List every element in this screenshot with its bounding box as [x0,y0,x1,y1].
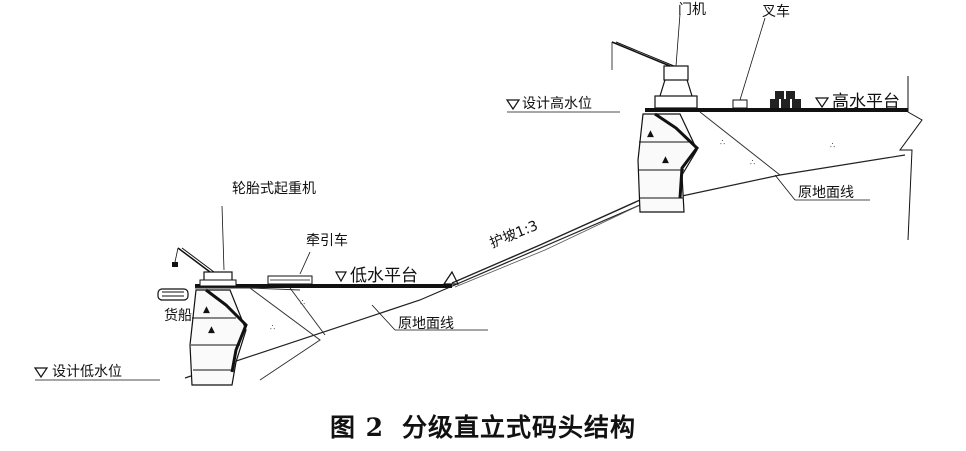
high-platform-label: 高水平台 [832,92,900,112]
low-platform-label: 低水平台 [350,266,418,286]
svg-text:▲: ▲ [647,129,654,139]
original-ground-lower-label: 原地面线 [398,316,454,332]
svg-text:∴: ∴ [720,138,725,147]
slope-protection-label: 护坡1:3 [488,218,541,252]
svg-text:∴: ∴ [300,298,305,307]
high-platform-marker-icon [814,97,830,109]
crawler-crane-icon [172,205,237,287]
gantry-crane-icon [611,13,698,109]
crawler-crane-label: 轮胎式起重机 [232,181,316,197]
svg-text:∴: ∴ [830,141,835,150]
gantry-crane-label: 门机 [678,2,706,18]
svg-text:∴: ∴ [270,323,275,332]
forklift-label: 叉车 [762,3,790,20]
figure-caption: 图 2 分级直立式码头结构 [0,408,966,444]
design-low-water-marker-icon [33,367,49,379]
cargo-stack-icon [770,91,801,108]
lower-dock: ▲ ▲ ∴ ∴ [189,270,459,386]
cargo-ship-icon [157,288,189,301]
tractor-icon [267,251,313,285]
svg-text:▲: ▲ [662,155,669,165]
design-high-water-label: 设计高水位 [522,95,592,112]
design-low-water-label: 设计低水位 [52,364,122,380]
figure-number: 图 2 [329,413,385,442]
low-platform-marker-icon [334,271,348,283]
figure-title: 分级直立式码头结构 [402,413,637,442]
slope-protection-line-inner [454,204,641,288]
svg-text:▲: ▲ [203,305,210,315]
slope-protection-line [451,199,641,284]
forklift-icon [732,17,766,109]
svg-text:∴: ∴ [750,158,755,167]
upper-dock: ▲ ▲ ∴ ∴ ∴ [637,76,923,241]
original-ground-upper-label: 原地面线 [798,185,854,201]
tractor-label: 牵引车 [306,232,348,249]
cargo-ship-label: 货船 [164,307,192,324]
svg-text:▲: ▲ [208,325,215,335]
design-high-water-marker-icon [505,99,521,111]
